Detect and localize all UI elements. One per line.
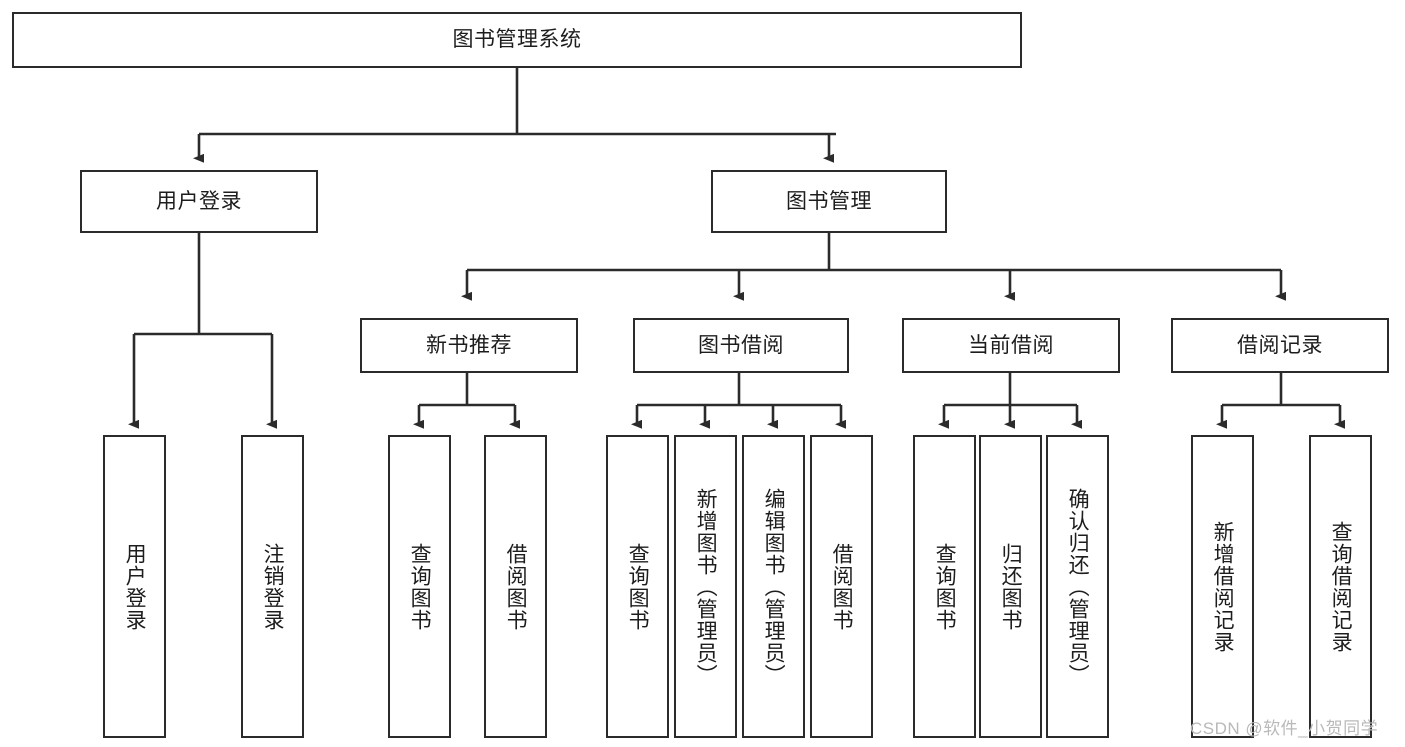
node-new-book-recommend[interactable]: 新书推荐 bbox=[360, 318, 578, 373]
leaf-book-borrow-add[interactable]: 新增图书（管理员） bbox=[674, 435, 737, 738]
node-label: 查询借阅记录 bbox=[1329, 520, 1353, 653]
node-label: 借阅图书 bbox=[830, 542, 854, 631]
leaf-user-login-login[interactable]: 用户登录 bbox=[103, 435, 166, 738]
leaf-book-borrow-borrow[interactable]: 借阅图书 bbox=[810, 435, 873, 738]
node-label: 查询图书 bbox=[626, 542, 650, 631]
node-label: 确认归还（管理员） bbox=[1066, 487, 1090, 686]
node-label: 借阅图书 bbox=[504, 542, 528, 631]
node-label: 编辑图书（管理员） bbox=[762, 487, 786, 686]
node-user-login[interactable]: 用户登录 bbox=[80, 170, 318, 233]
node-label: 新增借阅记录 bbox=[1211, 520, 1235, 653]
leaf-borrow-record-add[interactable]: 新增借阅记录 bbox=[1191, 435, 1254, 738]
node-label: 用户登录 bbox=[156, 189, 242, 213]
leaf-new-book-borrow[interactable]: 借阅图书 bbox=[484, 435, 547, 738]
leaf-borrow-record-query[interactable]: 查询借阅记录 bbox=[1309, 435, 1372, 738]
node-label: 新增图书（管理员） bbox=[694, 487, 718, 686]
node-book-borrow[interactable]: 图书借阅 bbox=[633, 318, 849, 373]
node-label: 用户登录 bbox=[123, 542, 147, 631]
leaf-new-book-query[interactable]: 查询图书 bbox=[388, 435, 451, 738]
node-label: 查询图书 bbox=[933, 542, 957, 631]
leaf-user-login-logout[interactable]: 注销登录 bbox=[241, 435, 304, 738]
node-label: 查询图书 bbox=[408, 542, 432, 631]
leaf-current-borrow-return[interactable]: 归还图书 bbox=[979, 435, 1042, 738]
node-label: 新书推荐 bbox=[426, 333, 512, 357]
node-root-system[interactable]: 图书管理系统 bbox=[12, 12, 1022, 68]
csdn-watermark: CSDN @软件_小贺同学 bbox=[1190, 719, 1379, 738]
node-book-management[interactable]: 图书管理 bbox=[711, 170, 947, 233]
node-label: 借阅记录 bbox=[1237, 333, 1323, 357]
leaf-current-borrow-confirm-return[interactable]: 确认归还（管理员） bbox=[1046, 435, 1109, 738]
leaf-book-borrow-query[interactable]: 查询图书 bbox=[606, 435, 669, 738]
leaf-book-borrow-edit[interactable]: 编辑图书（管理员） bbox=[742, 435, 805, 738]
leaf-current-borrow-query[interactable]: 查询图书 bbox=[913, 435, 976, 738]
node-label: 注销登录 bbox=[261, 542, 285, 631]
node-label: 图书管理 bbox=[786, 189, 872, 213]
node-label: 图书管理系统 bbox=[452, 28, 582, 52]
node-label: 图书借阅 bbox=[698, 333, 784, 357]
node-label: 归还图书 bbox=[999, 542, 1023, 631]
node-label: 当前借阅 bbox=[968, 333, 1054, 357]
node-current-borrow[interactable]: 当前借阅 bbox=[902, 318, 1120, 373]
node-borrow-record[interactable]: 借阅记录 bbox=[1171, 318, 1389, 373]
